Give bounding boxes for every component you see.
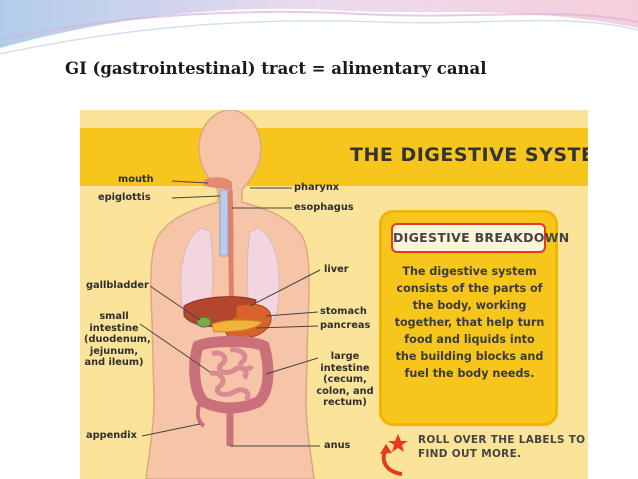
label-large-intestine-line: colon, and [316,385,374,397]
breakdown-line: The digestive system [402,265,537,278]
label-large-intestine-line: intestine [320,362,370,374]
label-mouth[interactable]: mouth [118,174,154,185]
label-small-intestine-line: and ileum) [84,357,144,368]
large-intestine-organ [189,336,274,414]
label-epiglottis[interactable]: epiglottis [98,192,151,203]
label-small-intestine[interactable]: small intestine (duodenum, jejunum, and … [84,311,151,369]
label-esophagus[interactable]: esophagus [294,202,354,213]
small-intestine-organ [208,347,255,402]
label-small-intestine-line: jejunum, [89,345,139,357]
pancreas-organ [211,319,263,333]
label-large-intestine-line: large [330,351,360,362]
breakdown-heading-box: DIGESTIVE BREAKDOWN [391,223,570,253]
oral-cavity [204,177,232,190]
label-anus[interactable]: anus [324,440,351,451]
leader-lines [139,180,321,447]
trachea [219,189,229,257]
label-large-intestine-line: (cecum, [323,374,367,385]
label-pancreas[interactable]: pancreas [320,320,371,331]
label-liver[interactable]: liver [324,264,349,275]
slide-title: GI (gastrointestinal) tract = alimentary… [65,59,487,78]
poster-title-band [80,128,588,186]
breakdown-line: consists of the parts of [396,282,543,295]
label-gallbladder[interactable]: gallbladder [86,280,149,291]
breakdown-line: together, that help turn [394,316,545,329]
esophagus-tube [227,189,235,309]
label-appendix[interactable]: appendix [86,430,137,441]
rollover-hint-line: ROLL OVER THE LABELS TO [418,434,586,446]
label-small-intestine-line: small [99,311,129,322]
digestive-system-poster: THE DIGESTIVE SYSTEM mouth epiglottis ga… [80,110,588,479]
rollover-hint-line: FIND OUT MORE. [418,448,522,460]
label-stomach[interactable]: stomach [320,306,367,317]
rollover-hint: ROLL OVER THE LABELS TO FIND OUT MORE. [418,433,585,461]
breakdown-line: food and liquids into [404,333,535,346]
breakdown-line: the building blocks and [395,350,544,363]
label-small-intestine-line: (duodenum, [84,334,151,345]
label-large-intestine[interactable]: large intestine (cecum, colon, and rectu… [316,351,374,409]
slide-header-decoration [0,0,638,55]
gallbladder-organ [196,316,212,328]
poster-title: THE DIGESTIVE SYSTEM [350,144,588,166]
label-small-intestine-line: intestine [89,322,139,334]
breakdown-line: fuel the body needs. [404,367,535,380]
digestive-breakdown-panel: DIGESTIVE BREAKDOWN The digestive system… [379,210,570,426]
breakdown-line: the body, working [412,299,527,312]
breakdown-body: The digestive system consists of the par… [387,263,552,382]
appendix-organ [195,401,206,428]
breakdown-heading: DIGESTIVE BREAKDOWN [393,230,570,245]
star-icon [388,434,408,452]
label-large-intestine-line: rectum) [323,397,367,408]
curved-arrow-icon [381,448,403,476]
body-illustration [139,110,408,479]
label-pharynx[interactable]: pharynx [294,182,340,193]
